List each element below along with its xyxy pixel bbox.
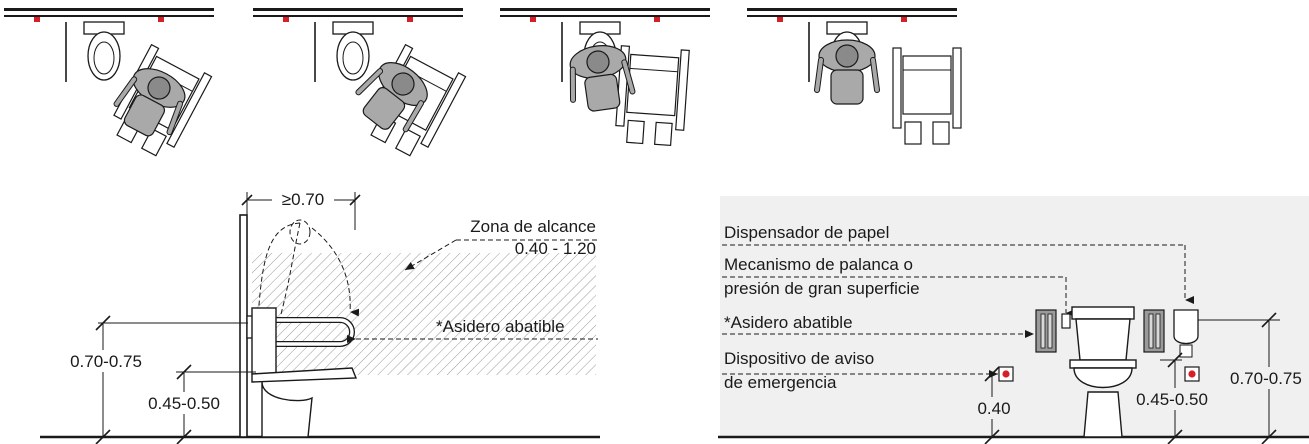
reach-zone-leader xyxy=(404,239,457,271)
step-1-plan xyxy=(4,8,214,162)
toilet-front xyxy=(1069,306,1137,438)
dim-bar-height: 0.70-0.75 xyxy=(70,352,142,371)
step-2-plan xyxy=(253,8,467,162)
paper-dispenser-label: Dispensador de papel xyxy=(724,223,889,242)
reach-zone-hatch xyxy=(252,253,596,375)
flush-button xyxy=(1061,313,1071,329)
step-4-plan xyxy=(747,8,962,145)
side-section: ≥0.70 Zona de alcance 0.40 - 1.20 *Aside… xyxy=(40,188,600,444)
grab-bar-right-elevation xyxy=(1143,309,1165,353)
flush-label-2: presión de gran superficie xyxy=(724,279,920,298)
front-elevation: Dispensador de papel Mecanismo de palanc… xyxy=(718,196,1309,444)
alarm-label-1: Dispositivo de aviso xyxy=(724,349,874,368)
dim-bar-elev: 0.70-0.75 xyxy=(1230,369,1302,388)
grab-bar-swing-2 xyxy=(279,222,301,319)
dim-seat-elev: 0.45-0.50 xyxy=(1136,390,1208,409)
grab-bar-side xyxy=(246,315,355,347)
dim-seat-height: 0.45-0.50 xyxy=(148,394,220,413)
alarm-label-2: de emergencia xyxy=(724,373,837,392)
dim-top-label: ≥0.70 xyxy=(282,190,324,209)
grab-bar-swing-1 xyxy=(257,222,301,319)
grab-bar-side-label: *Asidero abatible xyxy=(436,317,565,336)
transfer-sequence xyxy=(4,8,962,162)
grab-bar-elev-label: *Asidero abatible xyxy=(724,313,853,332)
dim-alarm-height: 0.40 xyxy=(977,399,1010,418)
swing-arrow xyxy=(311,227,360,317)
step-3-plan xyxy=(500,8,710,147)
toilet-side xyxy=(251,307,358,438)
side-wall xyxy=(239,214,248,438)
reach-zone-range: 0.40 - 1.20 xyxy=(515,239,596,258)
alarm-button-right xyxy=(1184,366,1200,382)
grab-bar-left-elevation xyxy=(1035,309,1057,353)
flush-label-1: Mecanismo de palanca o xyxy=(724,255,913,274)
alarm-button-left xyxy=(998,366,1014,382)
paper-dispenser xyxy=(1173,309,1199,358)
reach-zone-title: Zona de alcance xyxy=(470,217,596,236)
raised-bar-outline xyxy=(289,219,311,245)
